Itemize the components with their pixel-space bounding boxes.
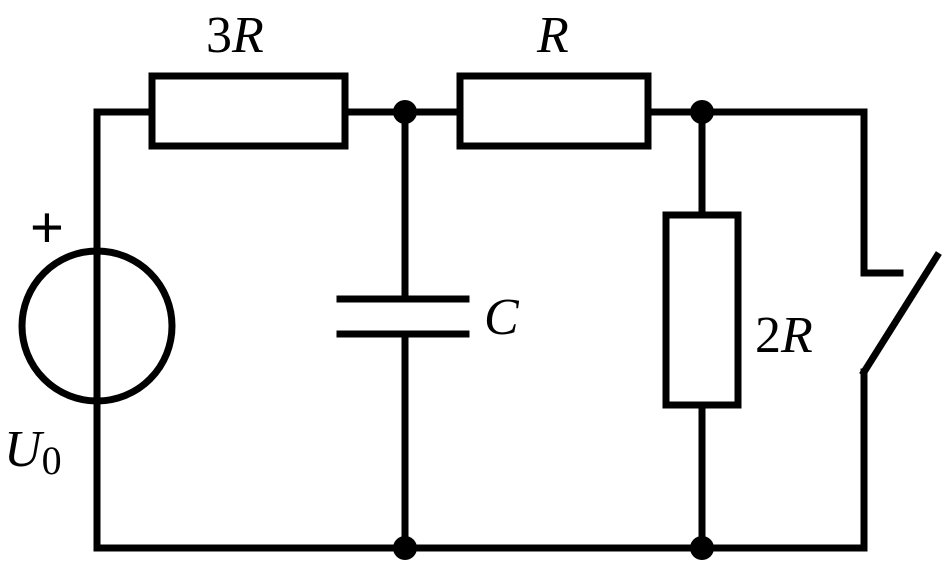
switch-blade <box>859 251 942 377</box>
label-plus: + <box>30 195 64 260</box>
junction-dot <box>393 100 417 124</box>
label-2r: 2R <box>755 307 813 364</box>
label-r: R <box>536 7 569 64</box>
capacitor <box>336 295 470 338</box>
label-u0: U0 <box>4 421 62 483</box>
junction-dot <box>690 100 714 124</box>
label-3r: 3R <box>206 7 264 64</box>
resistor-2r <box>662 211 742 409</box>
resistor-3r <box>148 72 349 150</box>
wires <box>93 108 904 552</box>
junction-dot <box>690 536 714 560</box>
resistor-r <box>456 72 652 150</box>
junction-dot <box>393 536 417 560</box>
label-c: C <box>484 289 520 346</box>
